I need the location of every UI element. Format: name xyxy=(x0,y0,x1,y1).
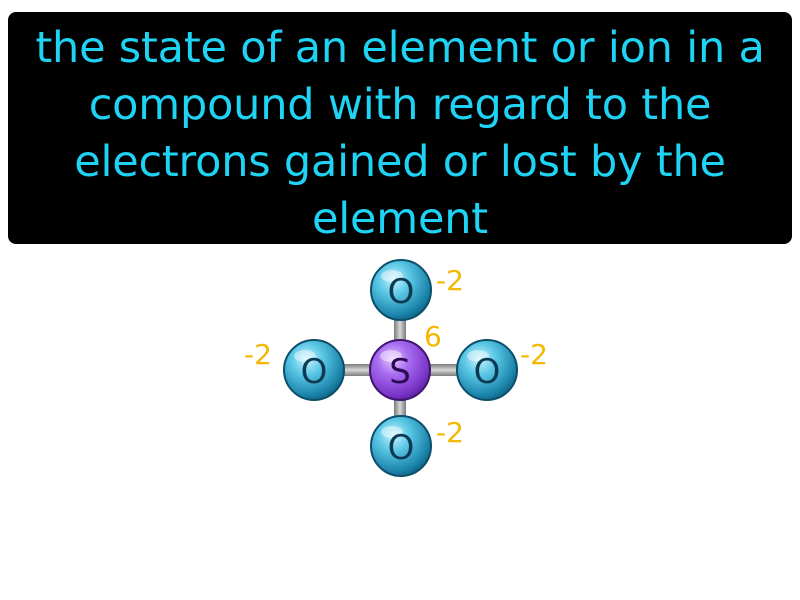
oxygen-atom-right: O xyxy=(456,339,518,401)
oxygen-atom-left: O xyxy=(283,339,345,401)
bond-right xyxy=(428,364,458,376)
oxidation-label-bottom: -2 xyxy=(436,416,464,449)
oxidation-label-top: -2 xyxy=(436,264,464,297)
oxygen-symbol: O xyxy=(474,352,501,392)
oxidation-label-left: -2 xyxy=(244,338,272,371)
oxidation-label-sulfur: 6 xyxy=(424,320,442,353)
bond-left xyxy=(342,364,372,376)
oxygen-symbol: O xyxy=(388,272,415,312)
definition-box: the state of an element or ion in a comp… xyxy=(8,12,792,244)
sulfur-atom: S xyxy=(369,339,431,401)
oxygen-atom-top: O xyxy=(370,259,432,321)
sulfur-symbol: S xyxy=(389,352,411,392)
oxygen-symbol: O xyxy=(301,352,328,392)
definition-text: the state of an element or ion in a comp… xyxy=(35,23,765,244)
oxygen-atom-bottom: O xyxy=(370,415,432,477)
oxygen-symbol: O xyxy=(388,428,415,468)
oxidation-label-right: -2 xyxy=(520,338,548,371)
